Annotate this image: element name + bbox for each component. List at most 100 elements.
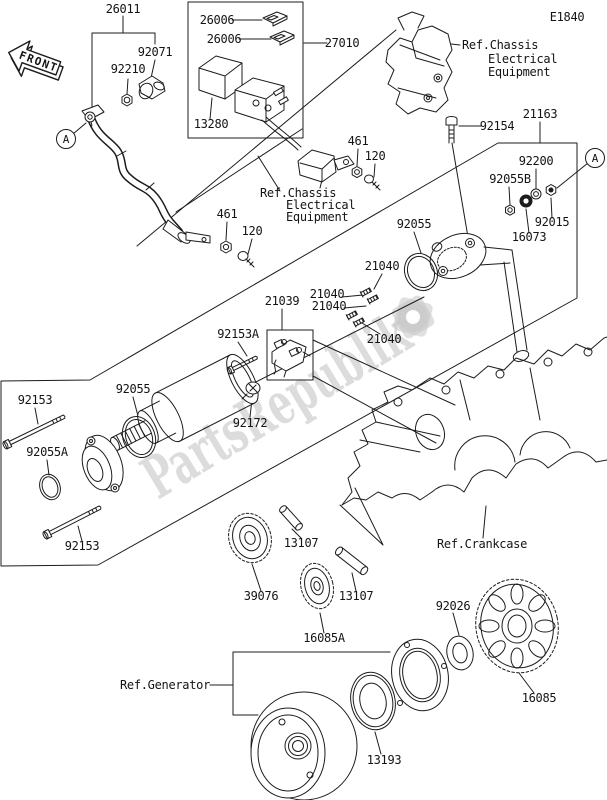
- screw-120-left: [237, 251, 255, 268]
- label-21040-4: 21040: [367, 332, 402, 346]
- ref-chassis-right-1: Ref.Chassis: [462, 38, 538, 52]
- label-92154: 92154: [480, 119, 515, 133]
- leader-lines: [34, 15, 589, 755]
- bolt-92153-2: [42, 505, 102, 540]
- gear-watermark-icon: [391, 295, 435, 339]
- label-13280: 13280: [194, 117, 229, 131]
- ref-crankcase: Ref.Crankcase: [437, 537, 527, 551]
- group-frames: [0, 1, 578, 716]
- label-21039: 21039: [265, 294, 300, 308]
- label-13107-1: 13107: [284, 536, 319, 550]
- ref-chassis-center-2: Electrical: [286, 198, 355, 212]
- relay-group-frame: [187, 1, 304, 139]
- label-21040-3: 21040: [312, 299, 347, 313]
- label-92153A: 92153A: [217, 327, 260, 341]
- screw-92172: [241, 381, 261, 400]
- front-arrow-shape: [8, 40, 62, 76]
- label-13193: 13193: [367, 753, 402, 767]
- nut-92055B: [505, 204, 515, 216]
- label-21040-2: 21040: [310, 287, 345, 301]
- label-21163: 21163: [523, 107, 558, 121]
- nut-461-right: [351, 166, 363, 179]
- label-92055A: 92055A: [26, 445, 69, 459]
- starter-relay-body: [234, 77, 302, 151]
- nut-92210-drawing: [121, 93, 133, 107]
- label-92200: 92200: [519, 154, 554, 168]
- ref-chassis-right-2: Electrical: [488, 52, 557, 66]
- gear-16085: [475, 578, 559, 674]
- shaft-13107-1: [279, 505, 303, 531]
- shaft-13107-2: [334, 546, 369, 576]
- svg-text:A: A: [63, 133, 70, 146]
- starter-group-frame: [0, 142, 578, 567]
- connector-drawing: [297, 149, 355, 189]
- label-21040-1: 21040: [365, 259, 400, 273]
- insulator-16073: [519, 194, 533, 208]
- page-code: E1840: [550, 10, 585, 24]
- crankcase-drawing: [341, 336, 607, 506]
- label-27010: 27010: [325, 36, 360, 50]
- brush-holder-21039: [271, 339, 311, 378]
- watermark: PartsRepublik: [130, 295, 435, 512]
- bolt-92153A: [226, 355, 258, 375]
- label-92026: 92026: [436, 599, 471, 613]
- view-marker-a: A: [56, 129, 76, 149]
- label-26006-1: 26006: [200, 13, 235, 27]
- label-92153-2: 92153: [65, 539, 100, 553]
- oring-92055A: [39, 473, 61, 501]
- fitting-92071-drawing: [138, 75, 166, 100]
- wire-and-axis-lines: [136, 29, 471, 546]
- oring-92055-motor: [121, 416, 157, 458]
- front-arrow: FRONT: [8, 40, 64, 81]
- gear-39076: [228, 512, 272, 564]
- screw-120-right: [364, 174, 381, 191]
- flange-assembly-drawing: [429, 232, 530, 362]
- nut-92015: [545, 184, 557, 196]
- ref-chassis-center-1: Ref.Chassis: [260, 186, 336, 200]
- screws-21040: [345, 287, 379, 328]
- label-92172: 92172: [233, 416, 268, 430]
- label-120-right: 120: [365, 149, 386, 163]
- label-120-left: 120: [242, 224, 263, 238]
- fuse-26006-1: [262, 11, 288, 27]
- bolt-92154: [445, 116, 458, 144]
- nut-461-left: [220, 240, 232, 254]
- gear-16085A: [300, 562, 334, 610]
- label-92015: 92015: [535, 215, 570, 229]
- harness-26011-drawing: [81, 104, 211, 244]
- label-39076: 39076: [244, 589, 279, 603]
- label-461-left: 461: [217, 207, 238, 221]
- regulator-drawing: [385, 11, 453, 115]
- label-92055B: 92055B: [489, 172, 531, 186]
- end-cover-drawing: [81, 434, 124, 493]
- clutch-housing: [391, 638, 449, 712]
- label-92210: 92210: [111, 62, 146, 76]
- label-92055-motor: 92055: [116, 382, 151, 396]
- label-16073: 16073: [512, 230, 547, 244]
- view-marker-a: A: [585, 148, 605, 168]
- svg-text:A: A: [592, 152, 599, 165]
- label-461-right: 461: [348, 134, 369, 148]
- oneway-clutch-13193: [350, 671, 396, 731]
- view-markers-layer: AA: [56, 129, 605, 168]
- part-labels-layer: E1840 26011 26006 26006 27010 92071 92210 13280…: [18, 2, 585, 767]
- ref-chassis-right-3: Equipment: [488, 65, 550, 79]
- washer-92200: [530, 188, 542, 200]
- label-26006-2: 26006: [207, 32, 242, 46]
- oring-92055-flange: [403, 252, 439, 292]
- brush-holder-frame: [266, 329, 314, 381]
- bolt-92153-1: [2, 414, 66, 450]
- ref-generator: Ref.Generator: [120, 678, 210, 692]
- ref-chassis-center-3: Equipment: [286, 210, 348, 224]
- label-92055-flange: 92055: [397, 217, 432, 231]
- label-16085: 16085: [522, 691, 557, 705]
- label-26011: 26011: [106, 2, 141, 16]
- fuse-26006-2: [269, 30, 295, 46]
- label-92153-1: 92153: [18, 393, 53, 407]
- flywheel-drawing: [250, 691, 358, 800]
- label-16085A: 16085A: [303, 631, 346, 645]
- label-92071: 92071: [138, 45, 173, 59]
- washer-92026: [446, 635, 474, 671]
